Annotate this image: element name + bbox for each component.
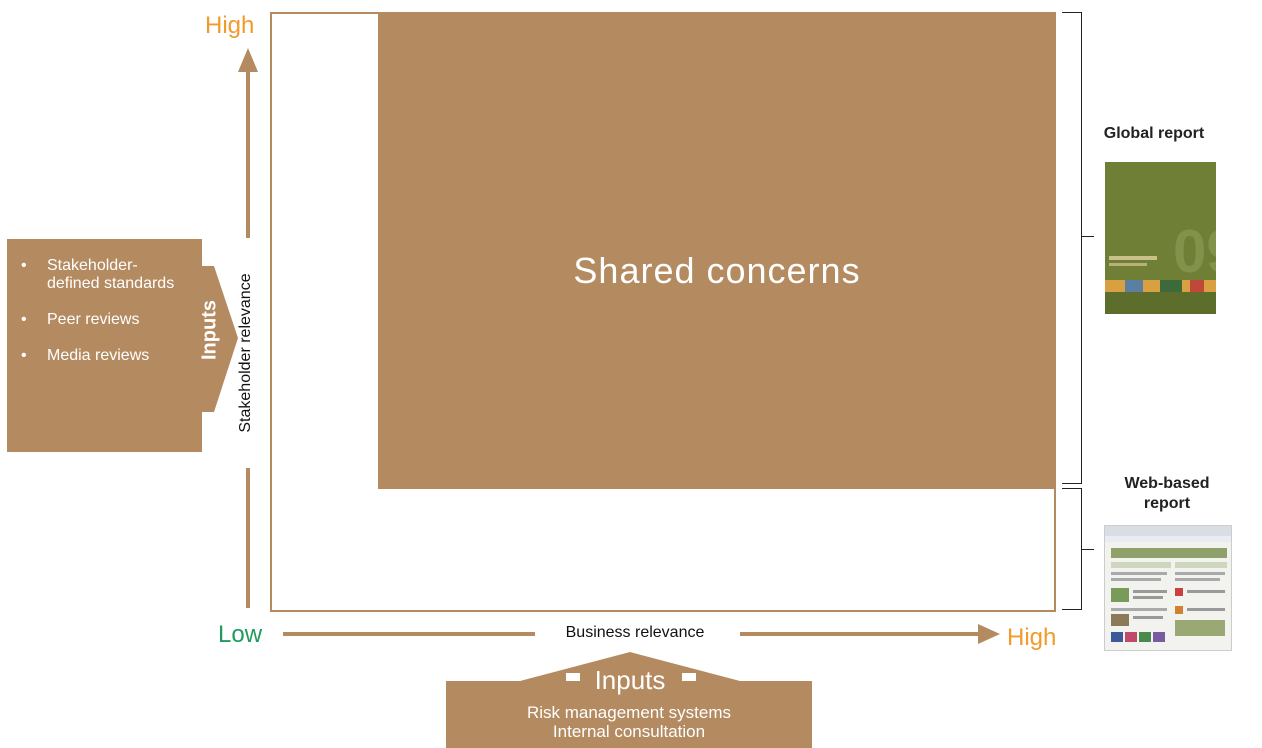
global-report-bracket — [1062, 12, 1094, 484]
x-axis-high-label: High — [1007, 624, 1057, 651]
svg-text:09: 09 — [1173, 218, 1216, 285]
shared-concerns-area — [378, 12, 1056, 489]
shared-concerns-label: Shared concerns — [573, 250, 861, 291]
web-report-title: Web-based report — [1124, 475, 1210, 512]
bracket-tick — [1082, 549, 1094, 550]
left-inputs-box: Stakeholder-defined standards Peer revie… — [7, 239, 202, 452]
bottom-arrow-gap-left — [566, 673, 580, 681]
x-axis-arrowhead — [978, 624, 1000, 644]
x-axis-low-label: Low — [218, 621, 263, 648]
bracket-tick — [1082, 236, 1094, 237]
global-report-cover-graphic: 09 — [1105, 162, 1216, 314]
bottom-input-line: Internal consultation — [552, 722, 706, 741]
bottom-inputs-title: Inputs — [594, 665, 666, 695]
x-axis-label: Business relevance — [565, 624, 705, 641]
y-axis-arrowhead — [238, 48, 258, 72]
left-input-item: Media reviews — [21, 347, 187, 365]
left-inputs-title: Inputs — [198, 300, 221, 360]
y-axis-high-label: High — [205, 12, 255, 39]
global-report-title: Global report — [1103, 125, 1205, 142]
left-inputs-arrow — [200, 266, 238, 412]
web-report-screenshot-image — [1104, 525, 1232, 651]
bottom-input-line: Risk management systems — [526, 703, 732, 722]
bottom-inputs-box: Risk management systems Internal consult… — [446, 681, 812, 748]
web-report-bracket — [1062, 488, 1094, 610]
left-input-item: Stakeholder-defined standards — [21, 257, 187, 293]
left-input-item: Peer reviews — [21, 311, 187, 329]
left-inputs-title-container: Inputs — [170, 280, 250, 380]
left-inputs-list: Stakeholder-defined standards Peer revie… — [7, 239, 202, 365]
global-report-cover-image: 09 — [1105, 162, 1216, 314]
web-report-graphic — [1105, 526, 1231, 642]
bottom-arrow-gap-right — [682, 673, 696, 681]
